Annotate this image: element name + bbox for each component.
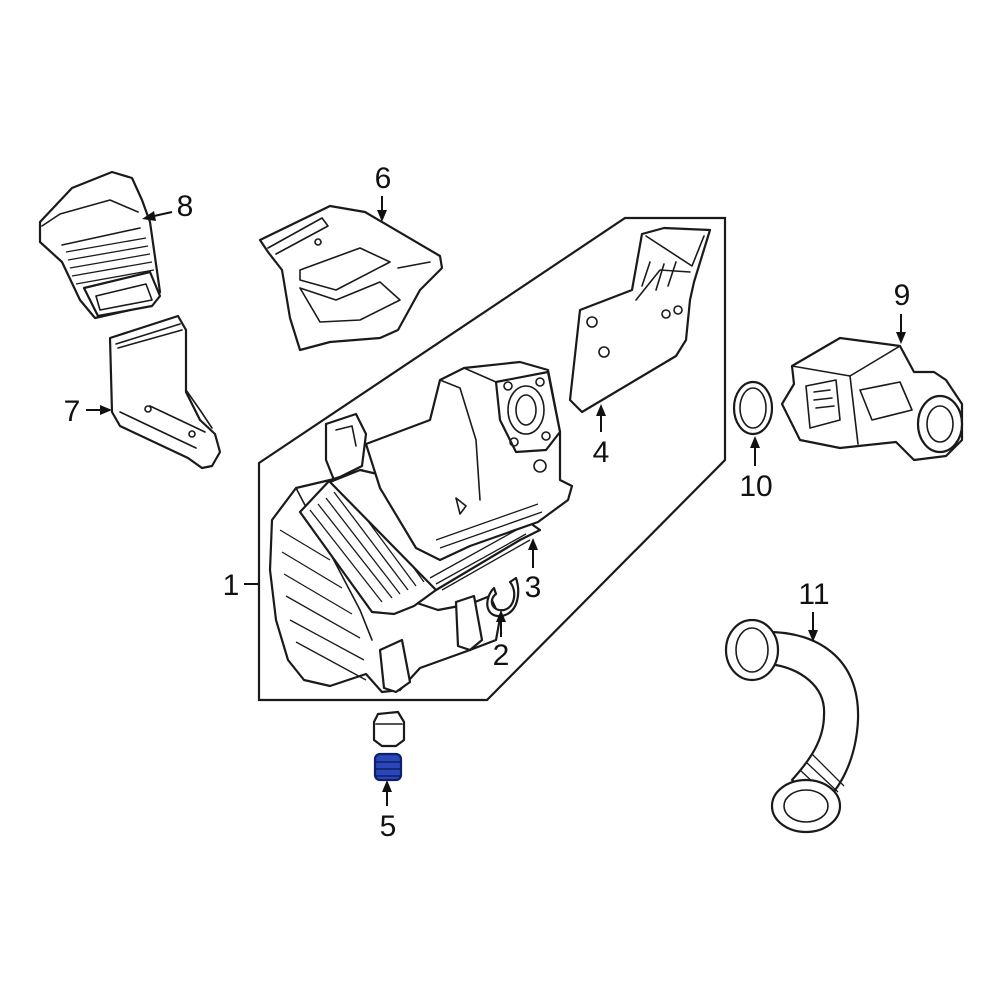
arrow-8 bbox=[142, 211, 156, 221]
callout-7: 7 bbox=[64, 395, 81, 428]
arrow-7 bbox=[100, 405, 112, 415]
part-7-resonator[interactable] bbox=[108, 314, 222, 470]
callout-leaders bbox=[86, 196, 906, 806]
arrow-4 bbox=[596, 404, 606, 416]
callout-9: 9 bbox=[894, 279, 911, 312]
part-9-maf-sensor[interactable] bbox=[780, 336, 964, 462]
arrow-10 bbox=[750, 436, 760, 448]
callout-4: 4 bbox=[593, 436, 610, 469]
leader-8 bbox=[153, 211, 173, 217]
part-2-clamp[interactable] bbox=[486, 576, 520, 618]
part-5-grommet[interactable] bbox=[373, 752, 403, 782]
callout-6: 6 bbox=[375, 162, 392, 195]
callout-labels: 1 2 3 4 5 6 7 8 9 10 11 bbox=[64, 162, 911, 843]
part-10-o-ring[interactable] bbox=[732, 380, 774, 436]
part-4-duct-seal[interactable] bbox=[568, 226, 712, 414]
part-8-intake-duct[interactable] bbox=[38, 170, 162, 320]
callout-3: 3 bbox=[525, 571, 542, 604]
arrow-11 bbox=[808, 630, 818, 642]
assembly-boundary bbox=[257, 216, 727, 702]
arrow-6 bbox=[377, 210, 387, 222]
grommet-fitting[interactable] bbox=[372, 710, 406, 748]
callout-2: 2 bbox=[493, 639, 510, 672]
callout-10: 10 bbox=[739, 470, 772, 503]
part-11-outlet-hose[interactable] bbox=[724, 618, 860, 834]
callout-5: 5 bbox=[380, 810, 397, 843]
callout-1: 1 bbox=[223, 569, 240, 602]
arrow-9 bbox=[896, 332, 906, 344]
arrow-2 bbox=[496, 610, 506, 622]
part-1-air-cleaner-lid[interactable] bbox=[364, 360, 574, 562]
arrow-5 bbox=[382, 780, 392, 792]
callout-11: 11 bbox=[798, 578, 829, 611]
arrow-3 bbox=[528, 538, 538, 550]
callout-8: 8 bbox=[177, 190, 194, 223]
part-6-cover[interactable] bbox=[258, 204, 444, 352]
